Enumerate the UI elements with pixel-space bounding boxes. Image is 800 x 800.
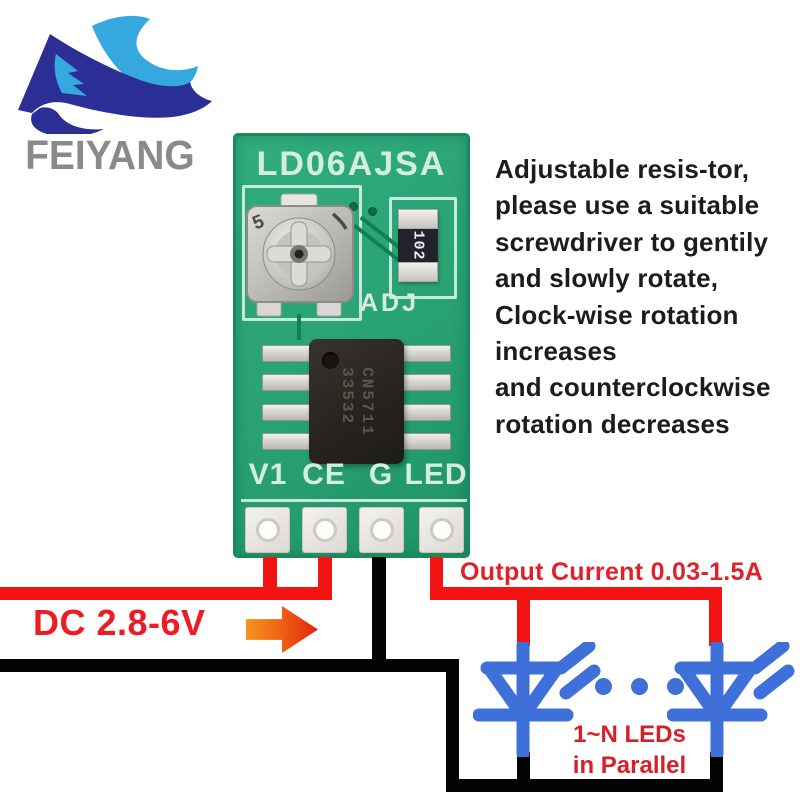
led-light-ray <box>753 664 795 700</box>
via-dot <box>349 202 358 211</box>
resistor-silkscreen-outline <box>389 197 457 299</box>
solder-pad-g <box>359 507 404 553</box>
led-symbol-2 <box>667 642 795 757</box>
led-triangle-right <box>519 664 562 719</box>
pot-arrow-mark <box>331 212 348 230</box>
led-triangle-right <box>713 664 756 719</box>
chip-pin <box>402 374 451 391</box>
led-light-ray <box>748 642 790 675</box>
chip-pin <box>262 433 311 450</box>
smd-resistor: 102 <box>398 209 438 282</box>
pot-screw-center <box>294 249 304 259</box>
pad-hole <box>369 518 394 542</box>
solder-pad-v1 <box>245 507 290 553</box>
solder-pad-led <box>419 507 464 553</box>
resistor-code: 102 <box>409 230 427 261</box>
chip-marking-line1: CN5711 <box>357 366 376 437</box>
pin-label-v1: V1 <box>248 458 288 491</box>
wire-black-ground <box>0 659 459 672</box>
chip-pin <box>262 345 311 362</box>
chip-pin <box>402 345 451 362</box>
ellipsis-dot <box>631 678 648 695</box>
wire-black-led1-cathode <box>517 752 530 792</box>
wire-black-led-return <box>446 779 723 792</box>
pin-label-ce: CE <box>302 458 346 491</box>
pad-hole <box>312 518 337 542</box>
driver-chip: CN5711 33532 <box>309 339 404 464</box>
wire-red-stub-ce <box>318 557 332 591</box>
wire-red-output <box>430 587 722 600</box>
led-light-ray <box>554 642 596 675</box>
pin1-marker <box>322 352 339 369</box>
direction-arrow-icon <box>246 606 318 653</box>
instruction-line: Adjustable resis-tor, <box>495 154 750 184</box>
trimmer-potentiometer: 5 <box>246 193 354 317</box>
ellipsis-dot <box>595 678 612 695</box>
brand-logo: FEIYANG <box>12 14 218 186</box>
flag-logo-icon <box>18 15 212 134</box>
chip-pin <box>262 374 311 391</box>
solder-pad-ce <box>302 507 347 553</box>
wire-red-stub-led <box>430 557 443 591</box>
chip-marking: CN5711 33532 <box>309 339 404 464</box>
pcb-trace <box>297 314 301 340</box>
via-dot <box>368 207 377 216</box>
brand-name: FEIYANG <box>25 132 195 178</box>
instruction-line: please use a suitable <box>495 190 760 221</box>
pad-hole <box>429 518 454 542</box>
instruction-line: Clock-wise rotation <box>495 299 739 330</box>
pcb-title: LD06AJSA <box>256 145 447 183</box>
output-current-label: Output Current 0.03-1.5A <box>460 558 764 586</box>
ellipsis-dot <box>667 678 684 695</box>
wire-black-led2-cathode <box>710 752 723 792</box>
chip-pin <box>402 404 451 421</box>
wire-black-stub-g <box>372 557 386 663</box>
adj-label: ADJ <box>360 289 420 317</box>
pot-silkscreen-outline <box>242 185 362 321</box>
led-note-line2: in Parallel <box>572 752 687 779</box>
instruction-line: increases <box>495 336 617 367</box>
wire-red-input <box>0 587 332 600</box>
resistor-cap <box>398 209 438 229</box>
chip-marking-line2: 33532 <box>337 366 356 425</box>
instructions-text: Adjustable resis-tor, please use a suita… <box>495 151 800 442</box>
instruction-line: and counterclockwise <box>495 372 771 403</box>
led-symbol-1 <box>473 642 601 757</box>
wire-red-stub-v1 <box>263 557 277 591</box>
led-note-line1: 1~N LEDs <box>573 721 686 748</box>
led-triangle-left <box>484 664 527 719</box>
instruction-line: rotation decreases <box>495 408 730 439</box>
pcb-module: LD06AJSA <box>233 133 470 558</box>
wire-red-led1-anode <box>517 598 530 646</box>
instruction-line: and slowly rotate, <box>495 263 719 294</box>
resistor-body: 102 <box>398 229 438 262</box>
led-note: 1~N LEDs in Parallel <box>527 719 732 781</box>
pin-label-g: G <box>368 458 394 491</box>
chip-pin <box>262 404 311 421</box>
led-triangle-left <box>678 664 721 719</box>
resistor-cap <box>398 262 438 282</box>
chip-pin <box>402 433 451 450</box>
pin-label-led: LED <box>404 458 468 491</box>
led-light-ray <box>559 664 601 700</box>
silkscreen-line <box>241 499 467 502</box>
wire-red-led2-anode <box>709 598 722 646</box>
dc-input-label: DC 2.8-6V <box>33 602 206 643</box>
pad-hole <box>255 518 280 542</box>
instruction-line: screwdriver to gentily <box>495 226 769 257</box>
wire-black-vertical <box>446 659 459 792</box>
